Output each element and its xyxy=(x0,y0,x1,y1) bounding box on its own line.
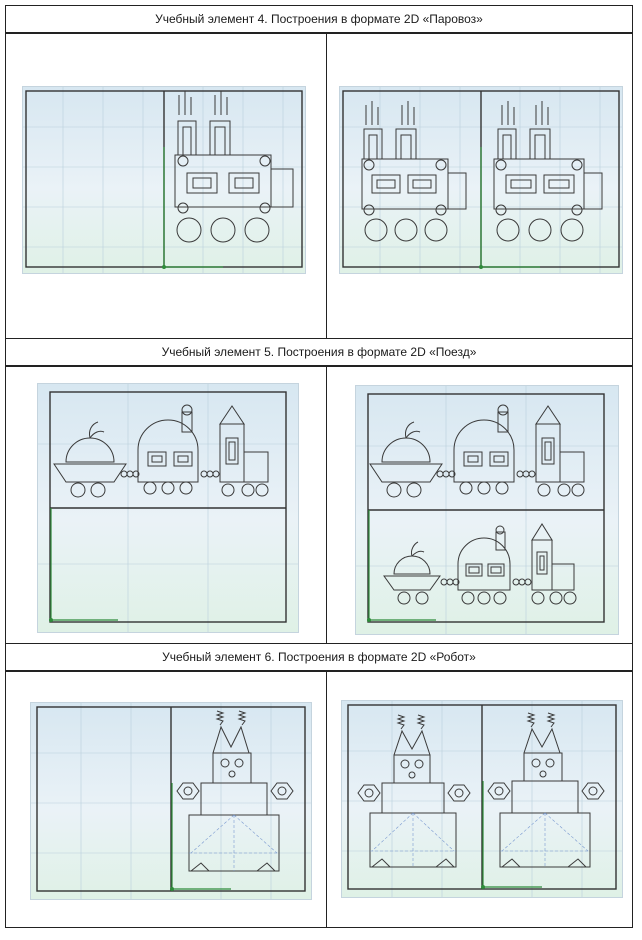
cell-locomotive-start xyxy=(5,33,327,339)
train-full-drawing xyxy=(356,386,618,634)
cad-screenshot-train-half xyxy=(37,383,299,633)
section-title-text: Учебный элемент 6. Построения в формате … xyxy=(162,650,476,664)
cad-screenshot-train-full xyxy=(355,385,619,635)
section-title-train: Учебный элемент 5. Построения в формате … xyxy=(5,338,633,366)
robot-full-drawing xyxy=(342,701,622,897)
cell-train-result xyxy=(326,366,633,644)
cad-screenshot-locomotive-half xyxy=(22,86,306,274)
cell-robot-result xyxy=(326,671,633,928)
cad-screenshot-robot-half xyxy=(30,702,312,900)
section-title-locomotive: Учебный элемент 4. Построения в формате … xyxy=(5,5,633,33)
locomotive-half-drawing xyxy=(23,87,305,273)
section-title-text: Учебный элемент 5. Построения в формате … xyxy=(161,345,477,359)
locomotive-full-drawing xyxy=(340,87,622,273)
cell-locomotive-result xyxy=(326,33,633,339)
cell-robot-start xyxy=(5,671,327,928)
train-half-drawing xyxy=(38,384,298,632)
cad-screenshot-robot-full xyxy=(341,700,623,898)
robot-half-drawing xyxy=(31,703,311,899)
cad-screenshot-locomotive-full xyxy=(339,86,623,274)
section-title-robot: Учебный элемент 6. Построения в формате … xyxy=(5,643,633,671)
section-title-text: Учебный элемент 4. Построения в формате … xyxy=(155,12,483,26)
cell-train-start xyxy=(5,366,327,644)
